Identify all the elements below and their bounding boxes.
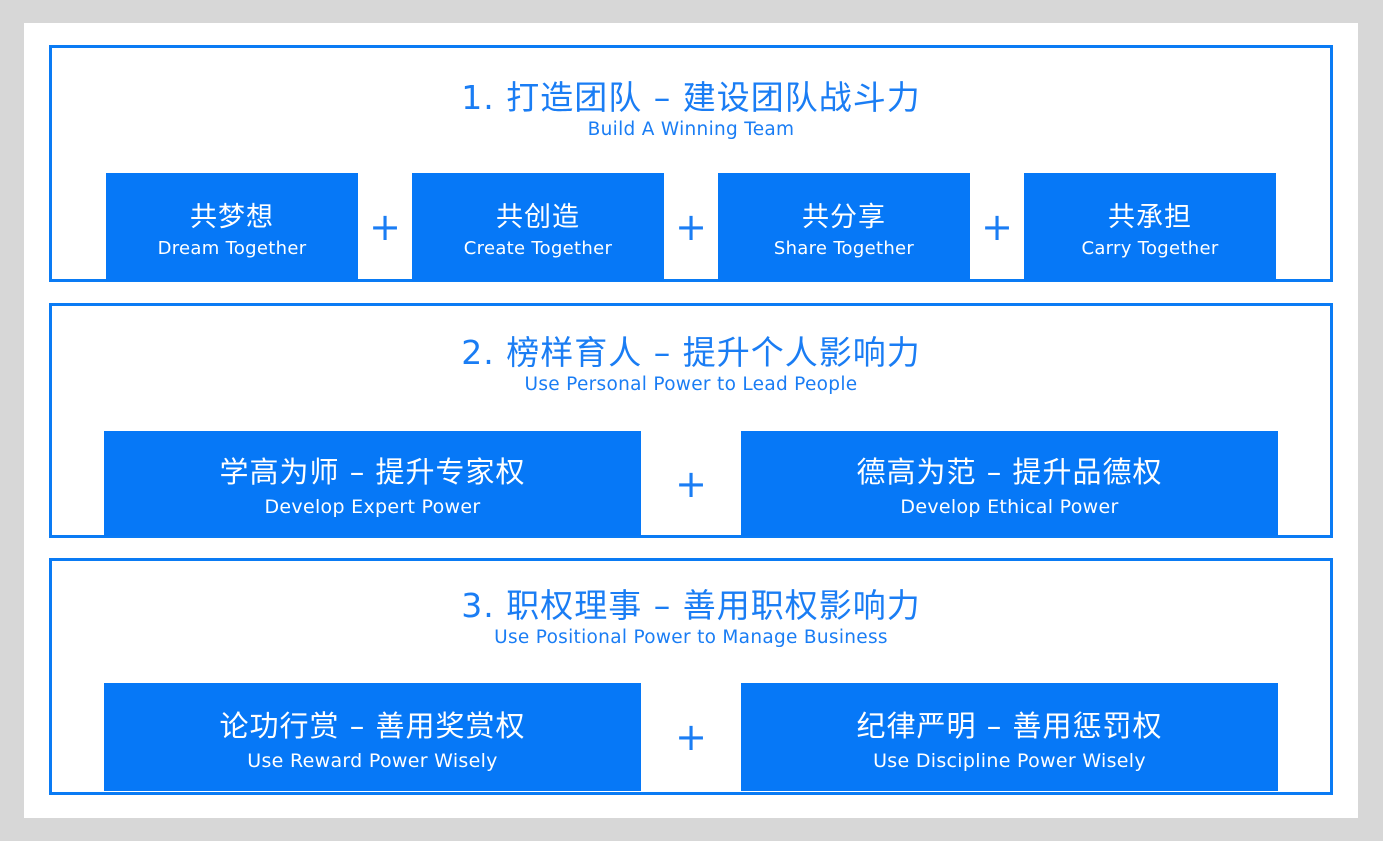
panel-positional-power: 3. 职权理事 – 善用职权影响力 Use Positional Power t… — [49, 558, 1333, 795]
tile-discipline-power-cn: 纪律严明 – 善用惩罚权 — [856, 708, 1163, 743]
tile-discipline-power[interactable]: 纪律严明 – 善用惩罚权 Use Discipline Power Wisely — [741, 683, 1278, 791]
panel-3-heading: 3. 职权理事 – 善用职权影响力 Use Positional Power t… — [52, 586, 1330, 650]
tile-ethical-power[interactable]: 德高为范 – 提升品德权 Develop Ethical Power — [741, 431, 1278, 536]
slide-canvas: 1. 打造团队 – 建设团队战斗力 Build A Winning Team 共… — [24, 23, 1358, 818]
panel-1-title-en: Build A Winning Team — [587, 119, 795, 140]
panel-build-a-winning-team: 1. 打造团队 – 建设团队战斗力 Build A Winning Team 共… — [49, 45, 1333, 282]
tile-create-together-cn: 共创造 — [496, 202, 580, 233]
tile-dream-together-en: Dream Together — [157, 238, 307, 259]
plus-icon: + — [675, 715, 707, 759]
tile-expert-power-cn: 学高为师 – 提升专家权 — [219, 455, 526, 489]
tile-create-together-en: Create Together — [463, 238, 613, 259]
tile-discipline-power-en: Use Discipline Power Wisely — [873, 749, 1146, 772]
panel-1-heading: 1. 打造团队 – 建设团队战斗力 Build A Winning Team — [52, 78, 1330, 142]
tile-share-together-en: Share Together — [773, 238, 915, 259]
tile-carry-together[interactable]: 共承担 Carry Together — [1024, 173, 1276, 281]
panel-3-title-en: Use Positional Power to Manage Business — [494, 627, 888, 648]
tile-carry-together-cn: 共承担 — [1108, 202, 1192, 233]
tile-carry-together-en: Carry Together — [1081, 238, 1219, 259]
plus-icon: + — [675, 205, 707, 249]
tile-ethical-power-en: Develop Ethical Power — [900, 496, 1119, 518]
panel-3-tile-row: 论功行赏 – 善用奖赏权 Use Reward Power Wisely + 纪… — [52, 683, 1330, 791]
tile-expert-power-en: Develop Expert Power — [264, 496, 481, 518]
tile-ethical-power-cn: 德高为范 – 提升品德权 — [856, 455, 1163, 489]
tile-create-together[interactable]: 共创造 Create Together — [412, 173, 664, 281]
panel-1-title-cn: 1. 打造团队 – 建设团队战斗力 — [461, 78, 921, 117]
panel-2-tile-row: 学高为师 – 提升专家权 Develop Expert Power + 德高为范… — [52, 431, 1330, 536]
plus-icon: + — [369, 205, 401, 249]
panel-3-title-cn: 3. 职权理事 – 善用职权影响力 — [461, 586, 921, 625]
tile-expert-power[interactable]: 学高为师 – 提升专家权 Develop Expert Power — [104, 431, 641, 536]
plus-icon: + — [675, 461, 707, 506]
panel-2-heading: 2. 榜样育人 – 提升个人影响力 Use Personal Power to … — [52, 333, 1330, 397]
panel-2-title-cn: 2. 榜样育人 – 提升个人影响力 — [461, 333, 921, 372]
panel-2-title-en: Use Personal Power to Lead People — [524, 374, 858, 395]
tile-dream-together[interactable]: 共梦想 Dream Together — [106, 173, 358, 281]
plus-icon: + — [981, 205, 1013, 249]
tile-share-together[interactable]: 共分享 Share Together — [718, 173, 970, 281]
tile-dream-together-cn: 共梦想 — [190, 202, 274, 233]
tile-share-together-cn: 共分享 — [802, 202, 886, 233]
tile-reward-power-en: Use Reward Power Wisely — [247, 749, 498, 772]
panel-1-tile-row: 共梦想 Dream Together + 共创造 Create Together… — [52, 173, 1330, 281]
panel-personal-power: 2. 榜样育人 – 提升个人影响力 Use Personal Power to … — [49, 303, 1333, 538]
tile-reward-power-cn: 论功行赏 – 善用奖赏权 — [219, 708, 526, 743]
tile-reward-power[interactable]: 论功行赏 – 善用奖赏权 Use Reward Power Wisely — [104, 683, 641, 791]
